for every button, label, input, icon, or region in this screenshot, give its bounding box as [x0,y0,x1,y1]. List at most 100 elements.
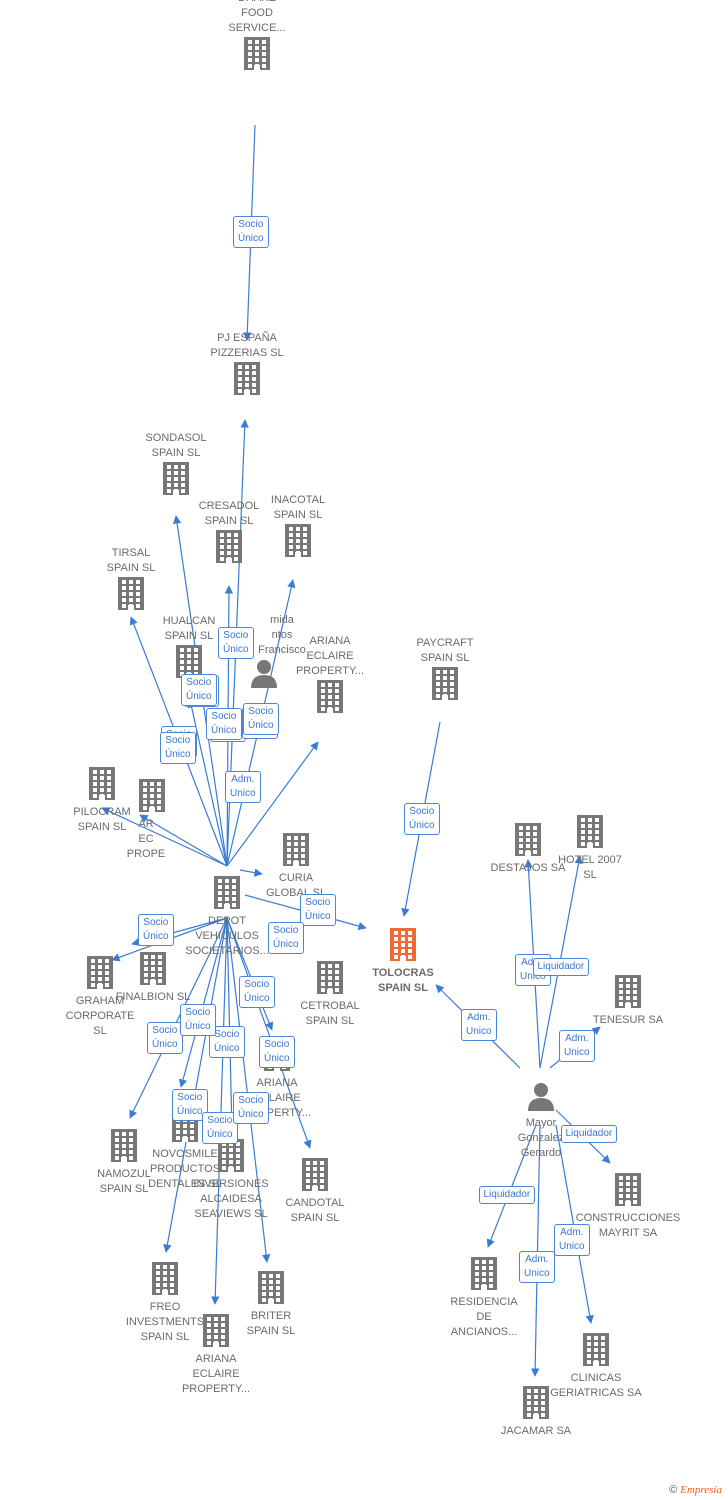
relation-badge[interactable]: Liquidador [560,1125,618,1143]
edge-depot-to-pilocram [101,807,228,867]
node-label: TIRSAL SPAIN SL [106,547,156,574]
node-label: HOTEL 2007 SL [558,854,622,881]
building-icon [42,766,162,805]
building-icon [71,576,191,615]
node-pj[interactable]: PJ ESPAÑA PIZZERIAS SL [187,331,307,400]
node-construcciones[interactable]: CONSTRUCCIONES MAYRIT SA [568,1172,688,1241]
relation-badge[interactable]: Socio Único [160,732,196,764]
relation-badge[interactable]: Socio Único [259,1036,295,1068]
building-icon [568,974,688,1013]
node-pilocram[interactable]: PILOCRAM SPAIN SL [42,766,162,835]
node-destajos[interactable]: DESTAJOS SA [468,822,588,876]
node-label: Mayor Gonzalez Gerardo [517,1117,565,1159]
node-finalbion[interactable]: FINALBION SL [93,951,213,1005]
relation-badge[interactable]: Adm. Unico [461,1009,497,1041]
node-label: INVERSIONES ALCAIDESA SEAVIEWS SL [193,1178,269,1220]
relation-badge[interactable]: Socio Único [300,894,336,926]
relation-badge[interactable]: Liquidador [478,1186,536,1204]
building-icon [40,955,160,994]
node-label: DESTAJOS SA [490,862,566,874]
relation-badge[interactable]: Socio Único [233,1092,269,1124]
node-label: FINALBION SL [115,991,191,1003]
relation-badge[interactable]: Socio Único [239,976,275,1008]
relation-badge[interactable]: Adm. Unico [554,1224,590,1256]
building-icon [476,1385,596,1424]
node-briter[interactable]: BRITER SPAIN SL [211,1270,331,1339]
building-icon [536,1332,656,1371]
node-almida[interactable]: mida ntos Francisco [204,613,324,693]
node-tirsal[interactable]: TIRSAL SPAIN SL [71,546,191,615]
node-freo[interactable]: FREO INVESTMENTS SPAIN SL [105,1261,225,1345]
node-label: CONSTRUCCIONES MAYRIT SA [575,1212,681,1239]
relation-badge[interactable]: Adm. Unico [519,1251,555,1283]
relation-badge[interactable]: Socio Único [218,627,254,659]
node-label: CLINICAS GERIATRICAS SA [550,1372,642,1399]
node-label: FREO INVESTMENTS SPAIN SL [125,1301,205,1343]
relation-badge[interactable]: Socio Único [233,216,269,248]
relation-badge[interactable]: Socio Único [180,1004,216,1036]
edge-depot-to-curia [239,868,263,877]
node-tenesur[interactable]: TENESUR SA [568,974,688,1028]
edge-depot-to-namozul [129,917,228,1119]
node-clinicas[interactable]: CLINICAS GERIATRICAS SA [536,1332,656,1401]
node-label: INACOTAL SPAIN SL [270,494,326,521]
node-label: RESIDENCIA DE ANCIANOS... [450,1296,518,1338]
node-candotal[interactable]: CANDOTAL SPAIN SL [255,1157,375,1226]
node-ariana2[interactable]: AR EC PROPE [92,778,212,862]
building-icon [171,1138,291,1177]
node-jacamar[interactable]: JACAMAR SA [476,1385,596,1439]
relation-badge[interactable]: Socio Único [181,674,217,706]
building-icon [468,822,588,861]
node-paycraft[interactable]: PAYCRAFT SPAIN SL [385,636,505,705]
relation-badge[interactable]: Adm. Unico [559,1030,595,1062]
node-label: TOLOCRAS SPAIN SL [372,967,434,994]
edge-depot-to-ariana4 [211,917,228,1305]
node-depot[interactable]: DEPOT VEHICULOS SOCIETARIOS... [167,875,287,959]
building-icon [64,1128,184,1167]
relation-badge[interactable]: Socio Único [206,708,242,740]
edge-depot-to-freo [163,917,228,1253]
node-label: SONDASOL SPAIN SL [145,432,207,459]
node-inversiones[interactable]: INVERSIONES ALCAIDESA SEAVIEWS SL [171,1138,291,1222]
node-graham[interactable]: GRAHAM CORPORATE SL [40,955,160,1039]
building-icon [530,814,650,853]
node-tolocras[interactable]: TOLOCRAS SPAIN SL [343,927,463,996]
node-label: AR EC PROPE [126,818,166,860]
edge-depot-to-inversiones [226,917,237,1133]
brand-logo[interactable]: Empresia [680,1484,722,1496]
node-mayor[interactable]: Mayor Gonzalez Gerardo [481,1081,601,1161]
relation-badge[interactable]: Socio Único [268,922,304,954]
relation-badge[interactable]: Adm. Unico [225,771,261,803]
node-drake[interactable]: DRAKE FOOD SERVICE... [197,0,317,75]
node-label: BRITER SPAIN SL [246,1310,296,1337]
relation-badge[interactable]: Socio Único [147,1022,183,1054]
relation-badge[interactable]: Socio Único [404,803,440,835]
node-hotel2007[interactable]: HOTEL 2007 SL [530,814,650,883]
node-cresadol[interactable]: CRESADOL SPAIN SL [169,499,289,568]
node-cetrobal[interactable]: CETROBAL SPAIN SL [270,960,390,1029]
person-icon [204,658,324,693]
building-icon [270,960,390,999]
node-label: TENESUR SA [592,1014,664,1026]
relation-badge[interactable]: Socio Único [202,1112,238,1144]
building-icon [343,927,463,966]
relation-badge[interactable]: Liquidador [532,958,590,976]
node-label: PJ ESPAÑA PIZZERIAS SL [210,332,284,359]
building-icon [211,1270,331,1309]
node-ariana1[interactable]: ARIANA ECLAIRE PROPERTY... [270,634,390,718]
relation-badge[interactable]: Socio Único [243,703,279,735]
node-inacotal[interactable]: INACOTAL SPAIN SL [238,493,358,562]
node-sondasol[interactable]: SONDASOL SPAIN SL [116,431,236,500]
relation-badge[interactable]: Socio Único [138,914,174,946]
node-label: NOVOSMILE PRODUCTOS DENTALES SL [148,1148,222,1190]
person-icon [481,1081,601,1116]
building-icon [116,461,236,500]
node-ariana4[interactable]: ARIANA ECLAIRE PROPERTY... [156,1313,276,1397]
node-residencia[interactable]: RESIDENCIA DE ANCIANOS... [424,1256,544,1340]
building-icon [255,1157,375,1196]
relation-badge[interactable]: Socio Único [172,1089,208,1121]
node-namozul[interactable]: NAMOZUL SPAIN SL [64,1128,184,1197]
building-icon [156,1313,276,1352]
node-label: JACAMAR SA [500,1425,572,1437]
building-icon [92,778,212,817]
